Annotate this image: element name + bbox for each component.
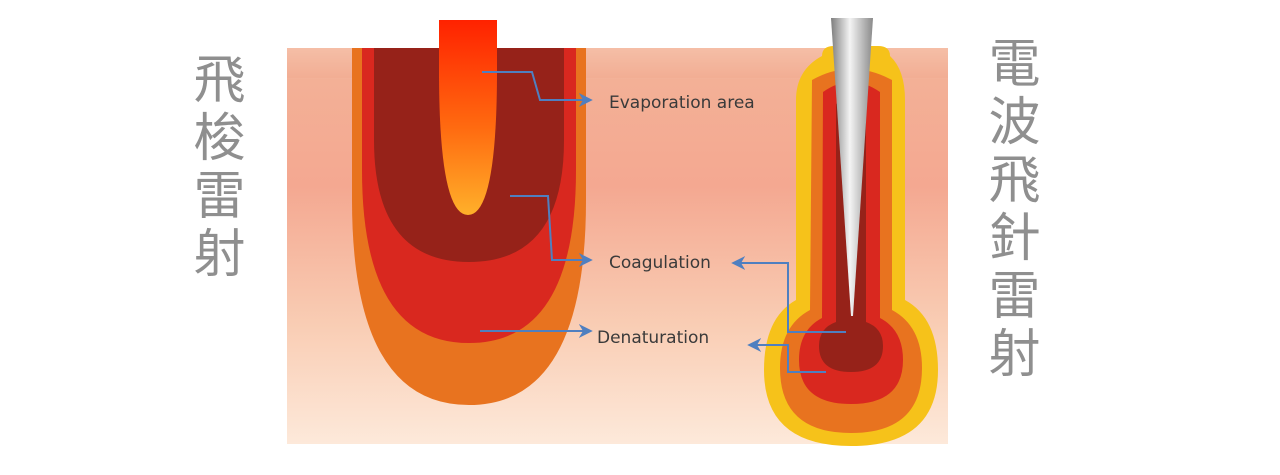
rf-denaturation-pointer-arrow xyxy=(747,338,826,373)
rf-needle-laser-title: 電波飛針雷射 xyxy=(979,36,1039,384)
rf-coagulation-pointer-arrow xyxy=(731,256,846,333)
fractional-laser-title: 飛梭雷射 xyxy=(184,52,244,284)
denaturation-label: Denaturation xyxy=(597,328,709,348)
evaporation-pointer-arrow xyxy=(482,71,593,107)
coagulation-pointer-arrow xyxy=(510,195,593,267)
coagulation-label: Coagulation xyxy=(609,253,711,273)
evaporation-area-label: Evaporation area xyxy=(609,93,755,113)
rf-needle xyxy=(831,18,873,316)
laser-beam xyxy=(439,20,497,215)
